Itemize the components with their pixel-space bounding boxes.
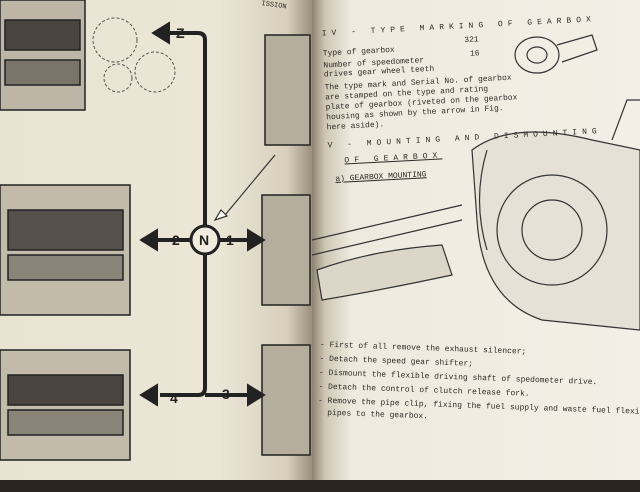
shift-label-3: 3: [222, 386, 230, 402]
step-item: - Detach the control of clutch release f…: [318, 382, 530, 399]
right-page: IV - TYPE MARKING OF GEARBOX Type of gea…: [312, 0, 640, 480]
step-item: - Detach the speed gear shifter;: [319, 354, 474, 369]
shift-label-z: Z: [176, 25, 185, 41]
shift-pattern-lines: [139, 21, 266, 407]
shift-label-1: 1: [226, 232, 234, 248]
shift-label-4: 4: [170, 390, 178, 406]
step-item: - First of all remove the exhaust silenc…: [319, 340, 527, 357]
shift-label-2: 2: [172, 232, 180, 248]
gearbox-cutaway-diagrams: [0, 0, 311, 461]
gearbox-installation-drawings: [312, 34, 640, 331]
shift-label-neutral: N: [199, 232, 210, 248]
step-item: pipes to the gearbox.: [317, 408, 429, 422]
left-page: Z N 1 2 3 4 ISSION: [0, 0, 312, 480]
